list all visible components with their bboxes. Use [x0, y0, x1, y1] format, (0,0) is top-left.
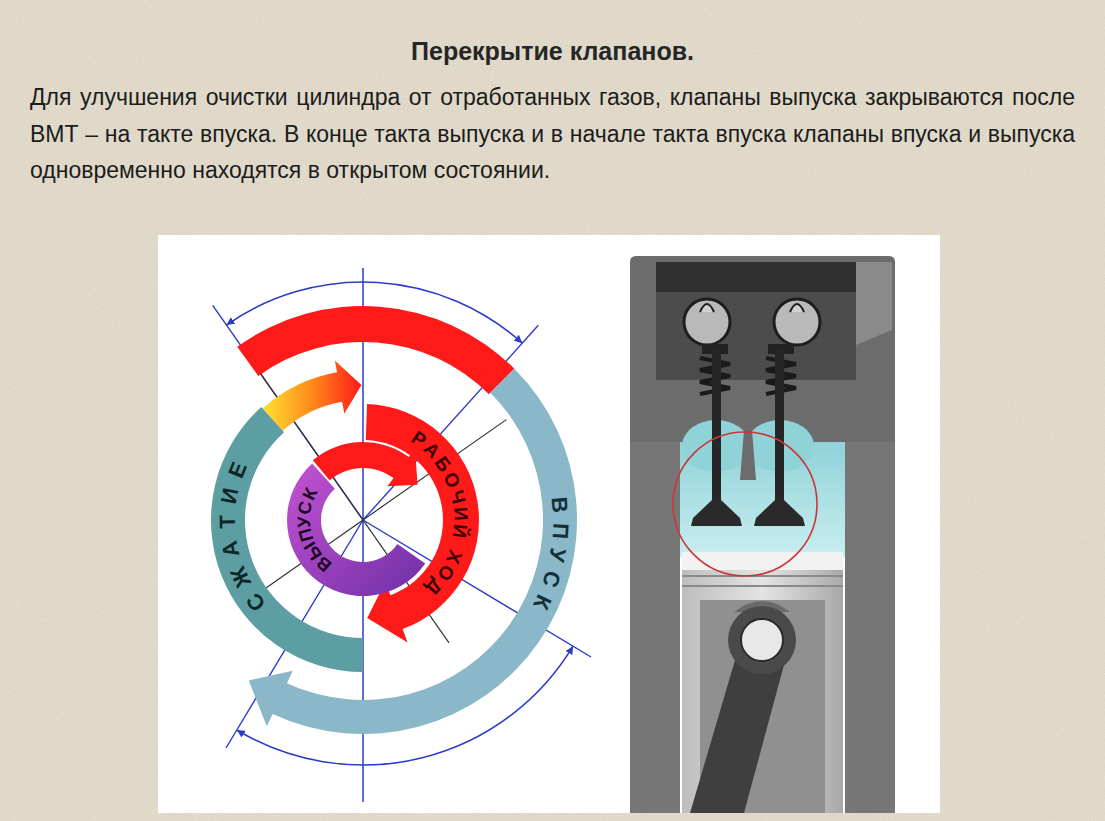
band-letter: И: [451, 506, 471, 521]
band-letter: В: [548, 496, 571, 514]
band-fill: [366, 404, 479, 642]
band-shape: [133, 290, 593, 750]
band-letter: О: [441, 469, 464, 490]
band-label: ВПУСК: [529, 496, 571, 613]
band-letter: С: [538, 569, 564, 591]
port-divider: [740, 430, 756, 480]
cam-lobe: [700, 304, 714, 312]
band-letter: Ж: [226, 563, 254, 590]
band-letter: Ч: [447, 488, 469, 506]
angle-lines: [213, 305, 591, 748]
piston-crown: [682, 552, 843, 570]
cam-cover: [656, 262, 856, 292]
rod-small-end: [728, 606, 796, 674]
engine-illustration: [630, 256, 895, 813]
valve-stem: [775, 350, 784, 510]
band-label: РАБОЧИЙ ХОД: [408, 428, 471, 599]
highlight-circle: [673, 432, 817, 576]
cam-lobe: [790, 304, 804, 312]
band-letter: И: [218, 486, 242, 506]
stroke-band: ВЫПУСК: [285, 461, 428, 598]
head-wall: [856, 262, 892, 345]
band-letter: П: [548, 522, 571, 539]
stroke-band: СЖАТИЕ: [208, 405, 366, 674]
band-shape: [133, 290, 593, 750]
cam-cavity: [656, 262, 856, 380]
band-letter: С: [243, 589, 270, 615]
exhaust-valve-arc: [237, 306, 514, 394]
band-letter: Й: [450, 524, 470, 540]
piston-ring: [682, 585, 843, 587]
band-letter: К: [529, 592, 555, 613]
connecting-rod: [690, 650, 788, 813]
camshaft: [774, 299, 820, 345]
slide-title: Перекрытие клапанов.: [30, 36, 1075, 66]
piston-ring: [682, 575, 843, 577]
piston: [682, 552, 843, 813]
figure-panel: [158, 235, 940, 813]
stroke-band: РАБОЧИЙ ХОД: [363, 402, 481, 645]
camshaft: [684, 299, 730, 345]
band-label: ВЫПУСК: [295, 485, 335, 575]
band-fill: [287, 464, 425, 596]
band-letter: Е: [225, 459, 251, 481]
band-label: СЖАТИЕ: [217, 459, 270, 616]
body-paragraph: Для улучшения очистки цилиндра от отрабо…: [30, 79, 1075, 189]
valve-stem: [712, 350, 721, 510]
band-letter: А: [219, 539, 244, 559]
band-letter: У: [295, 516, 313, 528]
band-letter: С: [295, 499, 315, 515]
valve-head: [691, 500, 742, 526]
piston-pin: [741, 619, 783, 661]
band-fill: [211, 407, 363, 672]
band-shape: [133, 290, 593, 750]
ignition-arrow: [263, 360, 362, 430]
cylinder-head: [630, 256, 895, 442]
band-fill: [249, 369, 577, 734]
text-header: Перекрытие клапанов. Для улучшения очистк…: [30, 36, 1075, 189]
band-letter: Т: [217, 515, 239, 529]
valve-head: [754, 500, 805, 526]
band-letter: У: [545, 547, 569, 564]
band-shape: [133, 290, 593, 750]
cylinder-wall: [845, 442, 895, 813]
cycle-diagram-decor: [213, 268, 591, 802]
